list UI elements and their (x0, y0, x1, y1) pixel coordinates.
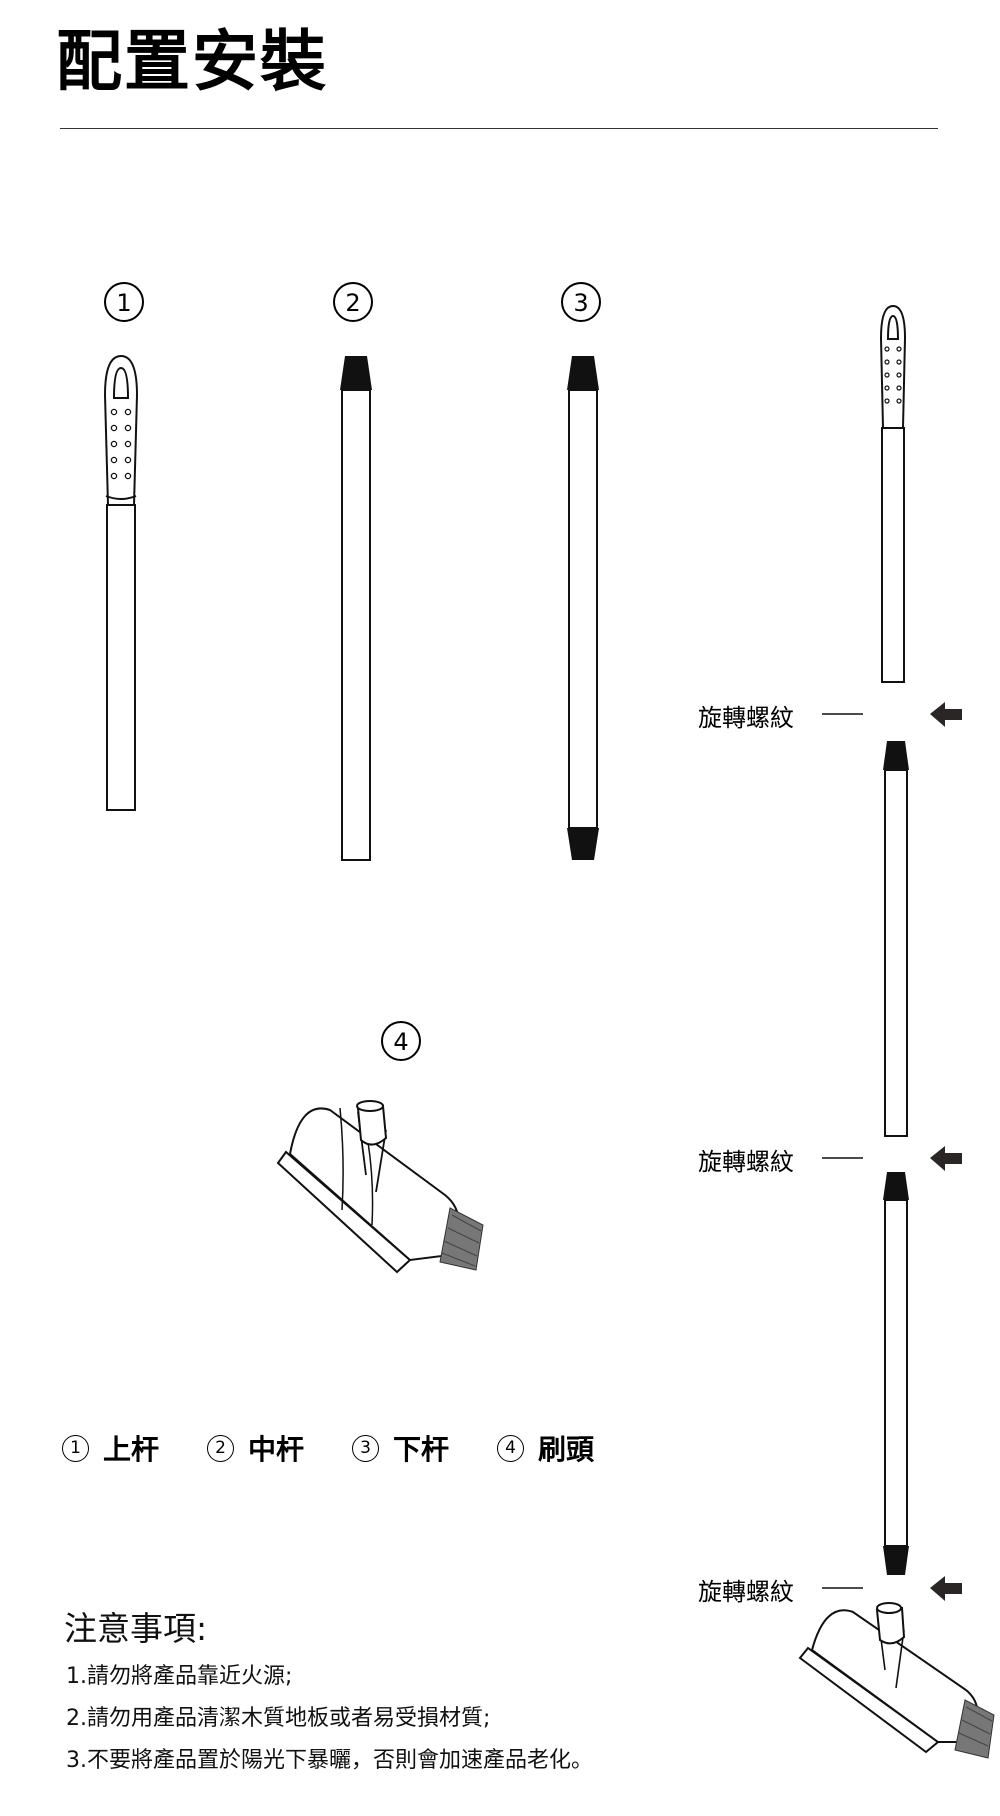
legend-number: 1 (62, 1434, 89, 1462)
assembly-brush-head (798, 1602, 995, 1759)
notes-title: 注意事項: (64, 1609, 208, 1648)
note-item: 3.不要將產品置於陽光下暴曬，否則會加速產品老化。 (66, 1748, 593, 1773)
rotate-thread-label-3: 旋轉螺紋 (698, 1578, 794, 1606)
rotate-thread-label-1: 旋轉螺紋 (698, 704, 794, 732)
note-item: 1.請勿將產品靠近火源; (66, 1664, 293, 1689)
rotate-thread-label-2: 旋轉螺紋 (698, 1148, 794, 1176)
legend-label: 中杆 (248, 1433, 305, 1466)
part-2-number-badge: 2 (333, 282, 373, 322)
legend-label: 刷頭 (538, 1433, 595, 1466)
title-divider (60, 128, 938, 129)
parts-legend: 1 上杆 2 中杆 3 下杆 4 刷頭 (62, 1428, 642, 1468)
arrow-left-icon (930, 702, 962, 727)
part-2-number: 2 (345, 289, 360, 317)
assembly-middle-pole (883, 741, 909, 1137)
assembly-lower-pole (883, 1172, 909, 1575)
part-1-number: 1 (116, 289, 131, 317)
legend-number: 3 (352, 1434, 380, 1462)
arrow-left-icon (930, 1146, 962, 1171)
part-1-number-badge: 1 (104, 282, 144, 322)
page-title: 配置安裝 (56, 23, 328, 100)
note-item: 2.請勿用產品清潔木質地板或者易受損材質; (66, 1706, 491, 1731)
part-3-number: 3 (573, 289, 588, 317)
arrow-left-icon (930, 1576, 962, 1601)
legend-item-upper-pole: 1 上杆 (62, 1428, 159, 1468)
upper-pole-drawing (103, 354, 139, 811)
legend-number: 2 (207, 1434, 235, 1462)
part-3-number-badge: 3 (561, 282, 601, 322)
part-4-number: 4 (393, 1028, 408, 1056)
legend-item-middle-pole: 2 中杆 (207, 1428, 304, 1468)
lower-pole-drawing (567, 356, 599, 860)
middle-pole-drawing (340, 356, 372, 861)
part-4-number-badge: 4 (381, 1021, 421, 1061)
legend-number: 4 (497, 1434, 525, 1462)
brush-head-drawing (276, 1100, 484, 1274)
legend-label: 上杆 (103, 1433, 160, 1466)
legend-item-lower-pole: 3 下杆 (352, 1428, 449, 1468)
assembly-upper-pole (879, 304, 907, 683)
legend-label: 下杆 (393, 1433, 450, 1466)
legend-item-brush-head: 4 刷頭 (497, 1428, 594, 1468)
